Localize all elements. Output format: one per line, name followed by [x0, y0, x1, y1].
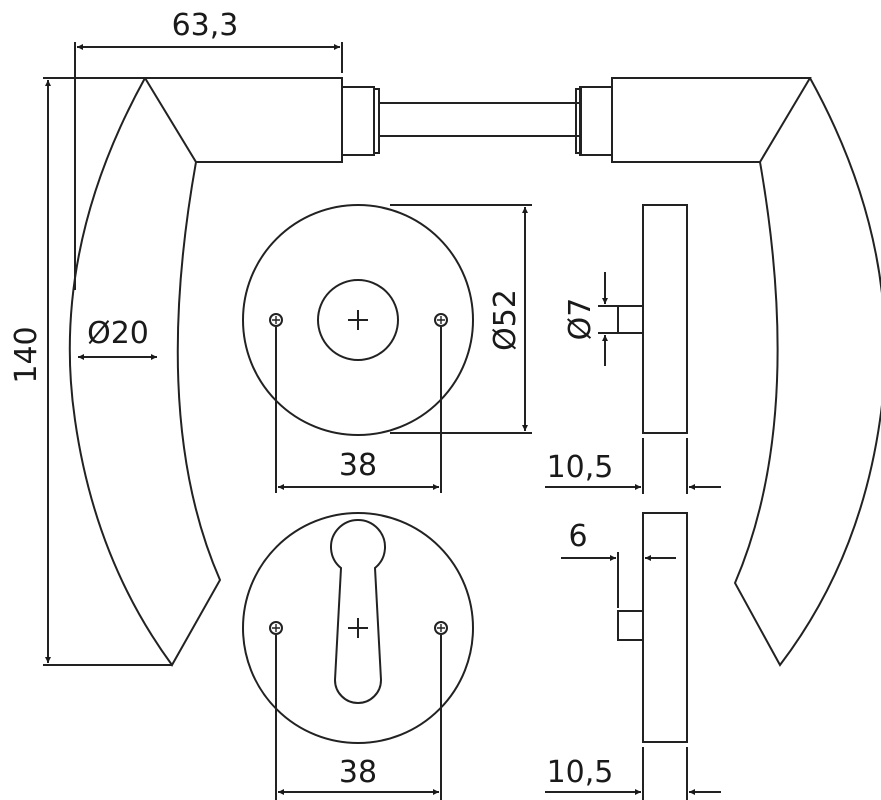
dimension-label: 10,5: [547, 450, 614, 485]
dimension-rose-thickness-bottom: 10,5: [545, 747, 721, 800]
dimension-rose-thickness-top: 10,5: [545, 438, 721, 494]
dimension-label: Ø52: [488, 289, 523, 351]
screw-icon: [269, 313, 283, 327]
dimension-handle-diameter: Ø20: [78, 316, 157, 360]
cylinder-cutout: [330, 519, 386, 704]
dimension-label: 6: [568, 519, 587, 554]
dimension-label: 140: [9, 326, 44, 383]
left-lever-handle: [68, 77, 380, 667]
dimension-label: 63,3: [172, 8, 239, 43]
dimension-label: Ø7: [563, 298, 598, 341]
dimension-label: 38: [339, 448, 377, 483]
dimension-rose-diameter: Ø52: [390, 204, 532, 434]
spindle: [379, 102, 580, 137]
center-mark-icon: [348, 618, 368, 638]
dimension-handle-length: 63,3: [74, 8, 343, 290]
screw-icon: [269, 621, 283, 635]
screw-icon: [434, 621, 448, 635]
center-mark-icon: [348, 310, 368, 330]
screw-icon: [434, 313, 448, 327]
dimension-cylinder-offset: 6: [561, 519, 676, 608]
dimension-screw-spacing-top: 38: [275, 327, 442, 493]
dimension-label: Ø20: [87, 316, 149, 351]
dimension-label: 38: [339, 755, 377, 790]
dimension-screw-spacing-bottom: 38: [275, 635, 442, 800]
right-lever-handle: [575, 77, 881, 667]
rose-side-view-top: [617, 204, 688, 434]
dimension-pin-diameter: Ø7: [563, 272, 618, 366]
round-rose-cylinder: [242, 512, 474, 744]
round-rose-keyhole: [242, 204, 474, 436]
dimension-label: 10,5: [547, 755, 614, 790]
dimension-handle-height: 140: [9, 77, 172, 666]
rose-side-view-bottom: [617, 512, 688, 743]
